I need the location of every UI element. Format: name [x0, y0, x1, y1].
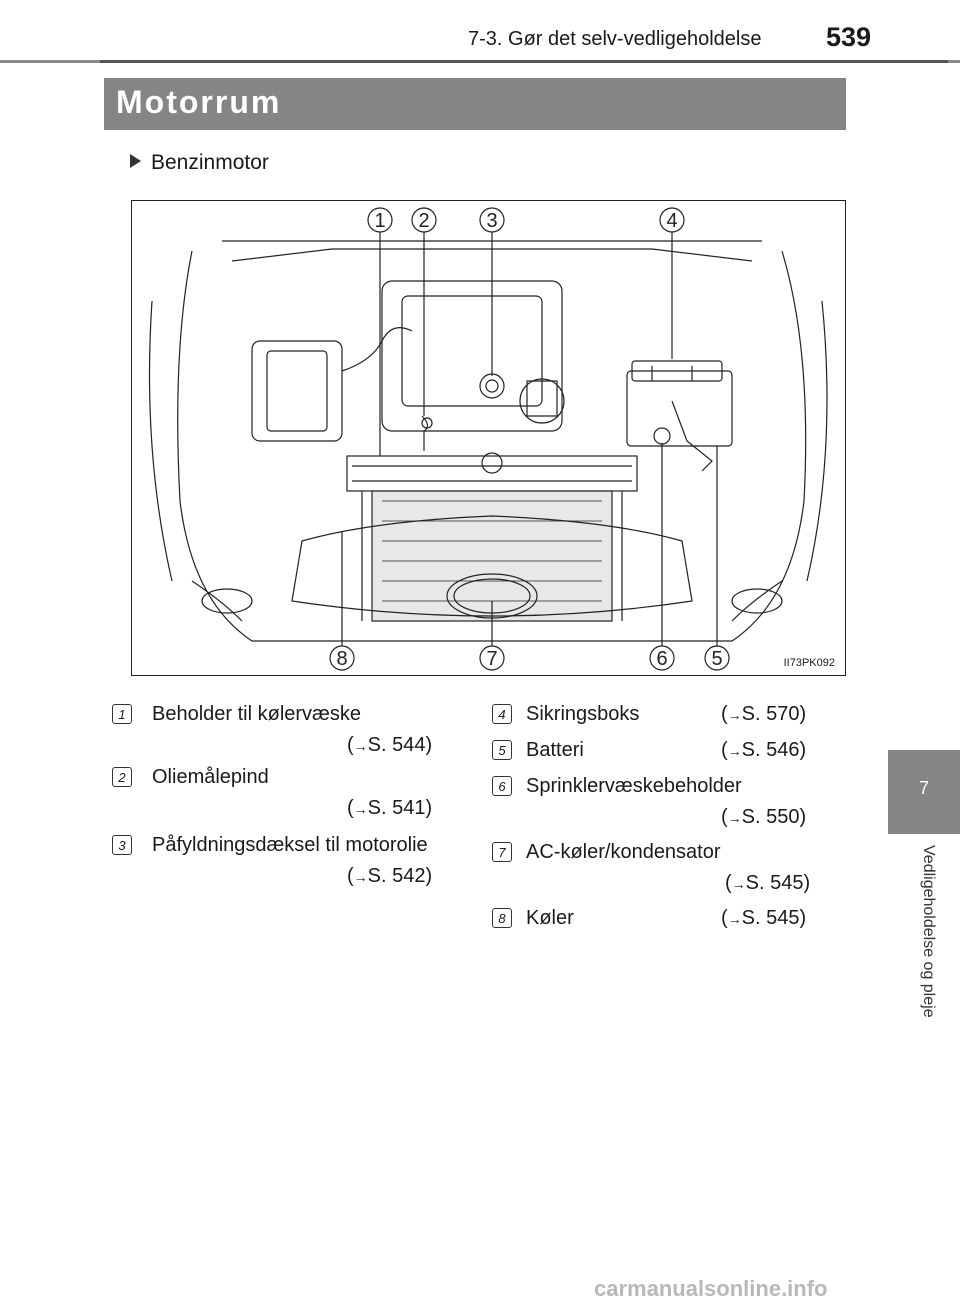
legend-label: AC-køler/kondensator: [526, 841, 721, 863]
legend-label: Beholder til kølervæske: [152, 703, 361, 725]
legend-number: 4: [492, 704, 512, 724]
engine-illustration: 1 2 3 4 8 7 6 5: [148, 207, 828, 671]
chapter-tab: 7: [888, 750, 960, 834]
legend-number: 8: [492, 908, 512, 928]
legend-label: Sikringsboks: [526, 703, 640, 725]
callout-3: 3: [486, 210, 497, 232]
legend-ref: (→S. 541): [347, 797, 433, 819]
chapter-title: Vedligeholdelse og pleje: [920, 845, 937, 1018]
legend-label: Påfyldningsdæksel til motorolie: [152, 834, 428, 856]
arrow-right-icon: →: [731, 876, 746, 892]
engine-compartment-figure: 1 2 3 4 8 7 6 5 II73PK092: [131, 200, 846, 676]
headlights: [191, 580, 783, 622]
callout-7: 7: [486, 648, 497, 670]
triangle-bullet-icon: [130, 154, 141, 168]
legend-ref: (→S. 550): [721, 806, 807, 828]
legend-ref: (→S. 570): [721, 703, 807, 725]
legend-ref: (→S. 542): [347, 865, 433, 887]
arrow-right-icon: →: [727, 743, 742, 759]
callout-6: 6: [656, 648, 667, 670]
radiator-cap: [481, 452, 503, 474]
legend-ref: (→S. 546): [721, 739, 807, 761]
arrow-right-icon: →: [353, 801, 368, 817]
arrow-right-icon: →: [353, 869, 368, 885]
dipstick: [421, 415, 429, 451]
grille-outline: [291, 515, 693, 617]
callout-1: 1: [374, 210, 385, 232]
arrow-right-icon: →: [353, 738, 368, 754]
legend-number: 1: [112, 704, 132, 724]
legend-label: Oliemålepind: [152, 766, 269, 788]
engine-block: [381, 280, 563, 432]
legend-label: Batteri: [526, 739, 584, 761]
callout-4: 4: [666, 210, 677, 232]
oil-cap: [479, 373, 505, 399]
header-rule-dark: [100, 60, 948, 63]
callout-2: 2: [418, 210, 429, 232]
arrow-right-icon: →: [727, 911, 742, 927]
header-title: 7-3. Gør det selv-vedligeholdelse: [468, 28, 762, 50]
coolant-reservoir: [519, 378, 565, 424]
subsection-label: Benzinmotor: [151, 151, 269, 174]
arrow-right-icon: →: [727, 707, 742, 723]
callout-5: 5: [711, 648, 722, 670]
chapter-number: 7: [918, 778, 929, 798]
callout-8: 8: [336, 648, 347, 670]
figure-code: II73PK092: [783, 657, 835, 669]
right-fender: [806, 300, 828, 582]
fuse-box: [631, 360, 723, 382]
legend-label: Køler: [526, 907, 574, 929]
legend-ref: (→S. 544): [347, 734, 433, 756]
legend-number: 7: [492, 842, 512, 862]
legend-ref: (→S. 545): [721, 907, 807, 929]
battery: [626, 370, 733, 447]
watermark: carmanualsonline.info: [594, 1276, 828, 1301]
section-bar: Motorrum: [104, 78, 846, 130]
subsection-heading: Benzinmotor: [130, 151, 269, 175]
air-filter-box: [251, 340, 343, 442]
legend-number: 2: [112, 767, 132, 787]
left-fender: [148, 300, 173, 582]
washer-cap: [653, 427, 671, 445]
legend-ref: (→S. 545): [725, 872, 811, 894]
legend-number: 5: [492, 740, 512, 760]
legend-number: 3: [112, 835, 132, 855]
radiator-core: [371, 490, 613, 622]
section-title: Motorrum: [116, 84, 282, 120]
legend-number: 6: [492, 776, 512, 796]
page-number: 539: [826, 22, 872, 52]
arrow-right-icon: →: [727, 810, 742, 826]
legend-label: Sprinklervæskebeholder: [526, 775, 742, 797]
